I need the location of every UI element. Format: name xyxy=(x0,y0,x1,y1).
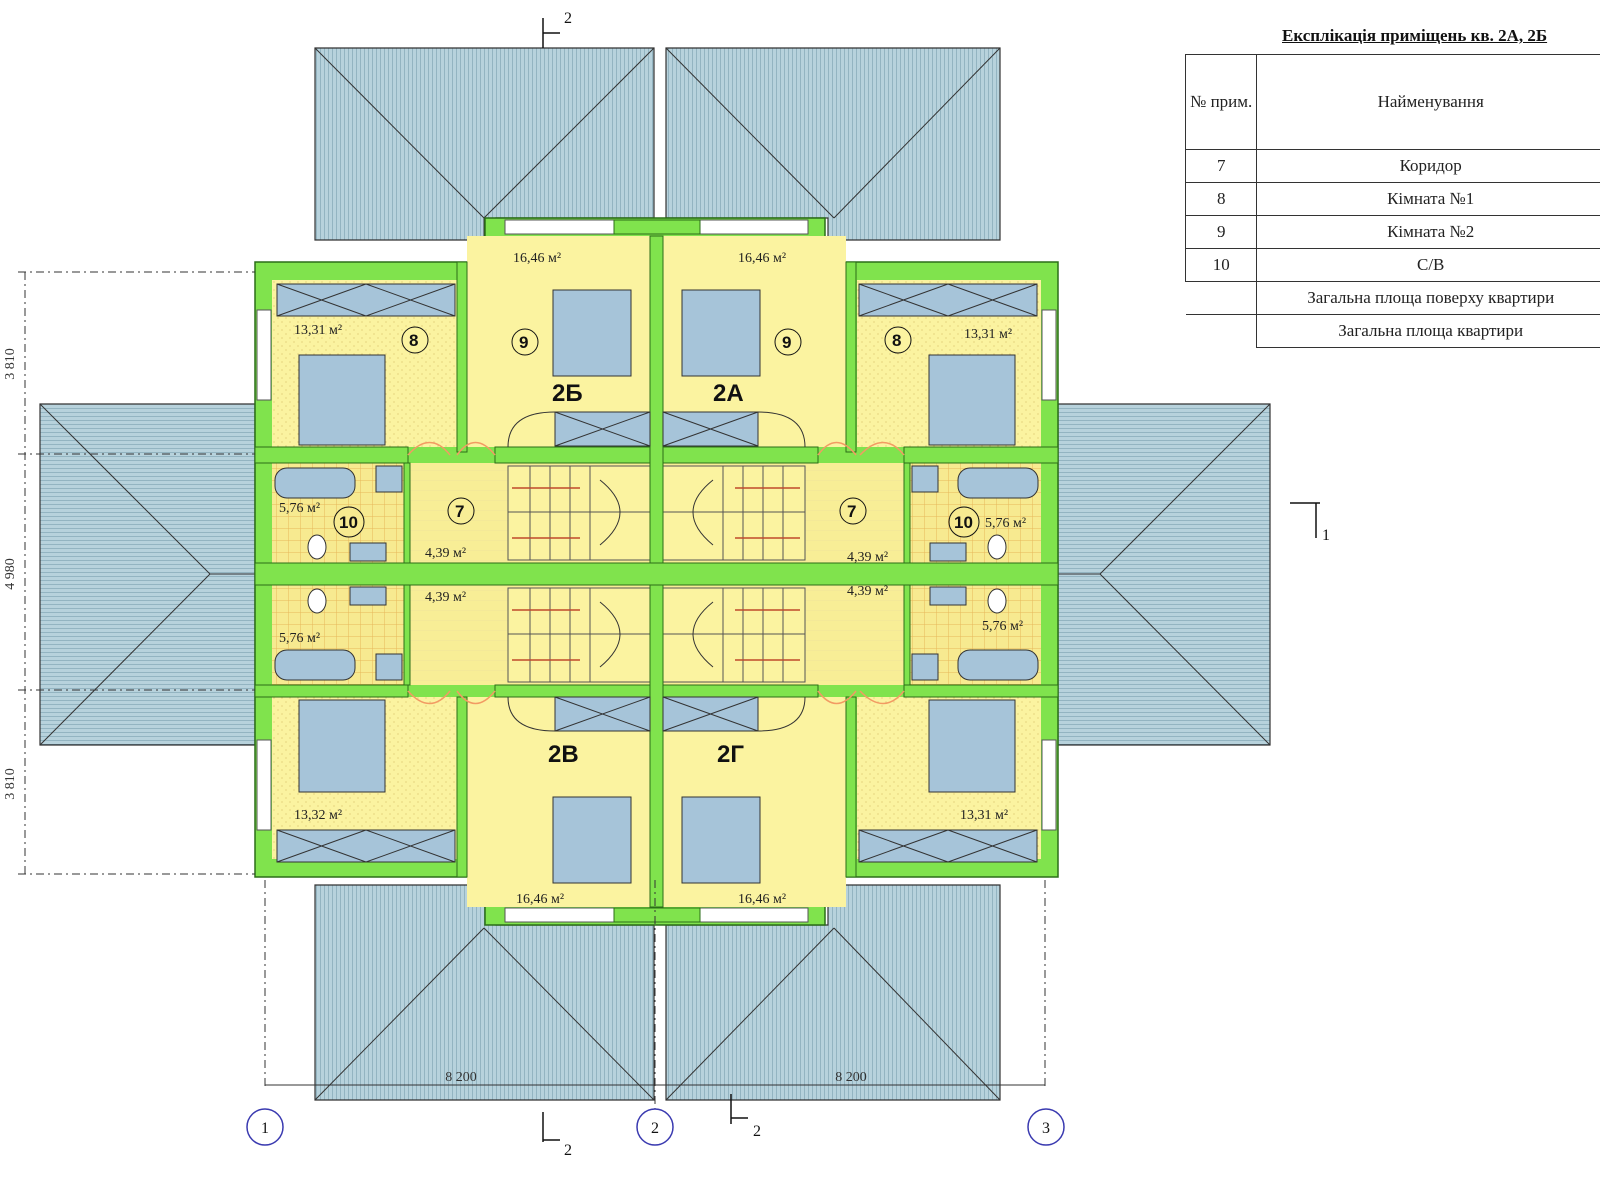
roof-top-right xyxy=(665,47,1001,241)
svg-text:2: 2 xyxy=(753,1123,761,1140)
svg-text:16,46 м²: 16,46 м² xyxy=(738,251,786,266)
dim-mid: 4 980 xyxy=(3,558,18,590)
dim-side-top: 3 810 xyxy=(3,348,18,380)
room-number-markers: 8 9 9 8 7 7 10 10 xyxy=(333,326,980,538)
cell-empty xyxy=(1185,314,1258,348)
svg-text:1: 1 xyxy=(1322,527,1330,544)
table-total-row: Загальна площа квартири xyxy=(1185,314,1600,348)
cell-number: 10 xyxy=(1184,248,1258,282)
apt-label-2v: 2В xyxy=(548,741,579,768)
apt-label-2g: 2Г xyxy=(717,741,744,768)
explication-title: Експлікація приміщень кв. 2А, 2Б xyxy=(1282,26,1548,45)
header-number: № прим. xyxy=(1184,54,1258,150)
svg-text:4,39 м²: 4,39 м² xyxy=(425,546,466,561)
roof-left xyxy=(39,403,256,746)
svg-text:16,46 м²: 16,46 м² xyxy=(738,892,786,907)
svg-text:10: 10 xyxy=(954,513,973,532)
svg-text:5,76 м²: 5,76 м² xyxy=(279,501,320,516)
svg-text:2: 2 xyxy=(651,1120,659,1137)
dimension-lines xyxy=(18,271,1046,1110)
cell-number: 7 xyxy=(1184,149,1258,183)
svg-text:10: 10 xyxy=(339,513,358,532)
dim-span-right: 8 200 xyxy=(835,1070,867,1085)
svg-text:5,76 м²: 5,76 м² xyxy=(982,619,1023,634)
windows xyxy=(256,219,1057,923)
cell-name: Коридор xyxy=(1256,149,1600,183)
roof-top-left xyxy=(314,47,655,241)
svg-text:7: 7 xyxy=(455,502,464,521)
svg-text:13,31 м²: 13,31 м² xyxy=(960,808,1008,823)
dim-span-left: 8 200 xyxy=(445,1070,477,1085)
svg-text:9: 9 xyxy=(519,333,528,352)
furniture xyxy=(274,283,1039,884)
svg-text:13,31 м²: 13,31 м² xyxy=(964,327,1012,342)
svg-text:16,46 м²: 16,46 м² xyxy=(516,892,564,907)
stairs xyxy=(507,465,806,683)
axis-markers: 1 2 3 xyxy=(246,1108,1065,1146)
svg-text:5,76 м²: 5,76 м² xyxy=(985,516,1026,531)
apt-label-2b: 2Б xyxy=(552,380,583,407)
svg-text:8: 8 xyxy=(409,331,418,350)
area-labels: 16,46 м² 16,46 м² 13,31 м² 13,31 м² 5,76… xyxy=(279,251,1026,907)
table-header-row: № прим. Найменування xyxy=(1184,54,1600,150)
cell-number: 8 xyxy=(1184,182,1258,216)
apartment-labels: 2Б 2А 2В 2Г xyxy=(548,380,744,768)
roof-bottom-right xyxy=(665,884,1001,1101)
cell-number: 9 xyxy=(1184,215,1258,249)
svg-text:3: 3 xyxy=(1042,1120,1050,1137)
svg-text:2: 2 xyxy=(564,1142,572,1159)
svg-text:2: 2 xyxy=(564,10,572,27)
total-apartment-area: Загальна площа квартири xyxy=(1256,314,1600,348)
svg-text:1: 1 xyxy=(261,1120,269,1137)
apt-label-2a: 2А xyxy=(713,380,744,407)
header-name: Найменування xyxy=(1256,54,1600,150)
svg-text:7: 7 xyxy=(847,502,856,521)
svg-text:13,31 м²: 13,31 м² xyxy=(294,323,342,338)
svg-text:8: 8 xyxy=(892,331,901,350)
total-floor-area: Загальна площа поверху квартири xyxy=(1256,281,1600,315)
cell-name: Кімната №1 xyxy=(1256,182,1600,216)
svg-text:4,39 м²: 4,39 м² xyxy=(847,584,888,599)
dim-side-bottom: 3 810 xyxy=(3,768,18,800)
svg-text:4,39 м²: 4,39 м² xyxy=(425,590,466,605)
doors xyxy=(407,441,905,705)
cell-name: Кімната №2 xyxy=(1256,215,1600,249)
section-marks xyxy=(542,18,1320,1142)
svg-text:16,46 м²: 16,46 м² xyxy=(513,251,561,266)
table-total-row: Загальна площа поверху квартири xyxy=(1185,281,1600,315)
roof-right xyxy=(1057,403,1271,746)
cell-empty xyxy=(1185,281,1258,315)
svg-text:5,76 м²: 5,76 м² xyxy=(279,631,320,646)
svg-text:13,32 м²: 13,32 м² xyxy=(294,808,342,823)
svg-text:9: 9 xyxy=(782,333,791,352)
cell-name: С/В xyxy=(1256,248,1600,282)
svg-text:4,39 м²: 4,39 м² xyxy=(847,550,888,565)
